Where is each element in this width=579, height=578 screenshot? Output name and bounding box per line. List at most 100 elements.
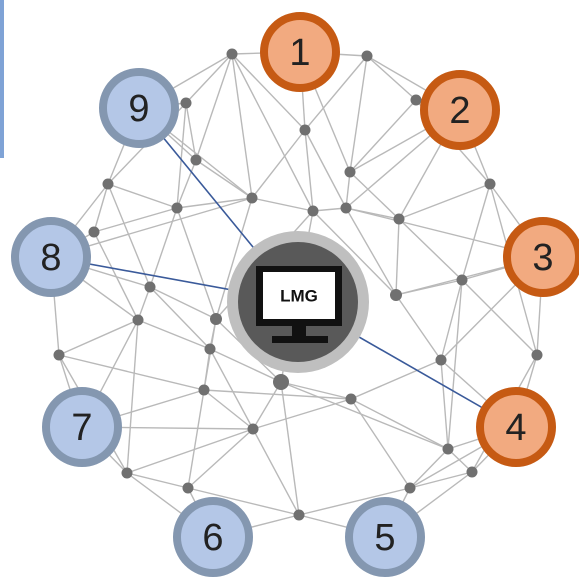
mesh-edge bbox=[345, 171, 351, 209]
mesh-edge bbox=[176, 159, 197, 209]
mesh-edge bbox=[350, 359, 442, 400]
mesh-edge bbox=[209, 348, 282, 383]
mesh-edge bbox=[195, 53, 233, 161]
mesh-dot bbox=[144, 281, 156, 293]
mesh-edge bbox=[398, 183, 491, 220]
mesh-dot bbox=[102, 178, 114, 190]
mesh-edge bbox=[395, 218, 400, 296]
mesh-edge bbox=[251, 197, 314, 212]
node-1: 1 bbox=[260, 12, 340, 92]
mesh-dot bbox=[307, 205, 319, 217]
mesh-dot bbox=[88, 226, 100, 238]
mesh-edge bbox=[126, 472, 189, 489]
mesh-edge bbox=[176, 207, 217, 320]
node-circle bbox=[503, 217, 579, 297]
mesh-edge bbox=[447, 279, 463, 450]
mesh-edge bbox=[185, 102, 197, 161]
mesh-dot bbox=[484, 178, 496, 190]
lmg-hub: LMG bbox=[227, 231, 369, 373]
mesh-edge bbox=[231, 53, 253, 199]
mesh-edge bbox=[304, 55, 368, 131]
mesh-dot bbox=[180, 97, 192, 109]
mesh-edge bbox=[231, 53, 306, 131]
mesh-edge bbox=[395, 294, 442, 361]
mesh-dot bbox=[226, 48, 238, 60]
mesh-dot bbox=[293, 509, 305, 521]
mesh-edge bbox=[345, 207, 397, 296]
mesh-edge bbox=[107, 183, 178, 209]
node-label: 3 bbox=[532, 237, 553, 279]
mesh-dot bbox=[246, 192, 258, 204]
node-label: 7 bbox=[71, 407, 92, 449]
left-edge-bar bbox=[0, 0, 4, 158]
mesh-dot bbox=[404, 482, 416, 494]
node-8: 8 bbox=[11, 217, 91, 297]
mesh-edge bbox=[187, 428, 254, 489]
node-label: 1 bbox=[289, 32, 310, 74]
mesh-edge bbox=[231, 53, 314, 212]
mesh-edge bbox=[187, 389, 205, 489]
mesh-dot bbox=[121, 467, 133, 479]
mesh-edge bbox=[349, 55, 368, 173]
mesh-edge bbox=[312, 207, 347, 212]
mesh-edge bbox=[298, 487, 411, 516]
mesh-edge bbox=[312, 210, 397, 296]
node-label: 5 bbox=[374, 517, 395, 559]
mesh-edge bbox=[149, 286, 211, 350]
node-3: 3 bbox=[503, 217, 579, 297]
mesh-dot bbox=[435, 354, 447, 366]
mesh-dot bbox=[531, 349, 543, 361]
node-9: 9 bbox=[99, 68, 179, 148]
mesh-edge bbox=[280, 381, 300, 516]
mesh-edge bbox=[126, 428, 254, 474]
mesh-edge bbox=[209, 348, 254, 430]
node-circle bbox=[11, 217, 91, 297]
mesh-dot bbox=[390, 289, 402, 301]
mesh-edge bbox=[366, 55, 417, 101]
mesh-edge bbox=[176, 197, 253, 209]
node-5: 5 bbox=[345, 497, 425, 577]
mesh-edge bbox=[395, 279, 463, 296]
node-label: 9 bbox=[128, 88, 149, 130]
mesh-dot bbox=[198, 384, 210, 396]
mesh-dot bbox=[190, 154, 202, 166]
mesh-edge bbox=[350, 398, 449, 450]
mesh-dot bbox=[247, 423, 259, 435]
mesh-edge bbox=[149, 286, 217, 320]
node-7: 7 bbox=[42, 387, 122, 467]
node-label: 8 bbox=[40, 237, 61, 279]
mesh-edge bbox=[93, 183, 109, 233]
node-circle bbox=[173, 497, 253, 577]
mesh-edge bbox=[409, 471, 473, 489]
mesh-dot bbox=[393, 213, 405, 225]
mesh-edge bbox=[440, 279, 463, 361]
mesh-edge bbox=[349, 99, 417, 173]
mesh-dot bbox=[204, 343, 216, 355]
mesh-dot bbox=[182, 482, 194, 494]
mesh-dot bbox=[299, 124, 311, 136]
mesh-edge bbox=[251, 129, 306, 199]
mesh-dot bbox=[210, 313, 222, 325]
mesh-edge bbox=[409, 448, 449, 489]
mesh-edge bbox=[252, 398, 352, 430]
mesh-dot bbox=[456, 274, 468, 286]
node-label: 2 bbox=[449, 90, 470, 132]
node-circle bbox=[42, 387, 122, 467]
mesh-dot bbox=[466, 466, 478, 478]
node-circle bbox=[260, 12, 340, 92]
node-label: 4 bbox=[505, 407, 526, 449]
hub-label: LMG bbox=[280, 287, 318, 306]
mesh-dot bbox=[361, 50, 373, 62]
mesh-dot bbox=[340, 202, 352, 214]
mesh-edge bbox=[447, 448, 473, 473]
mesh-edge bbox=[252, 428, 300, 516]
mesh-edge bbox=[280, 381, 352, 400]
node-circle bbox=[420, 70, 500, 150]
mesh-edge bbox=[126, 319, 139, 474]
mesh-edge bbox=[203, 389, 254, 430]
mesh-edge bbox=[461, 279, 538, 356]
mesh-edge bbox=[58, 354, 205, 391]
